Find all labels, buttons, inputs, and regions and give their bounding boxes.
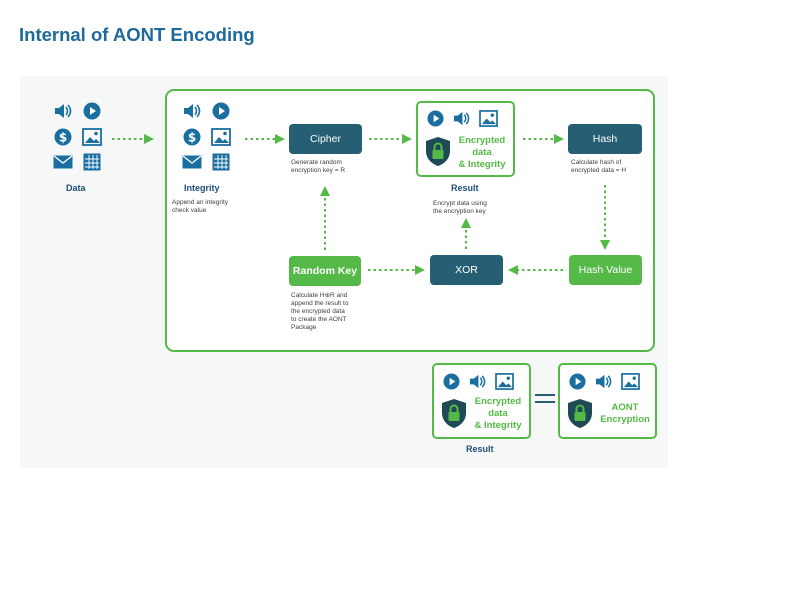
mail-icon: [182, 155, 202, 169]
integrity-note: Append an integrity check value: [172, 199, 229, 214]
xor-node: XOR: [430, 255, 503, 285]
play-icon: [443, 373, 460, 390]
result-label-bottom: Result: [466, 444, 494, 454]
lock-shield-icon: [426, 137, 450, 166]
speaker-icon: [469, 374, 486, 389]
speaker-icon: [184, 104, 201, 118]
cipher-note: Generate random encryption key = R: [291, 159, 346, 174]
random-key-note: Calculate H⊕R and append the result to t…: [291, 292, 349, 331]
encrypted-data-text-top: Encrypted data & Integrity: [458, 135, 506, 170]
speaker-icon: [453, 111, 470, 126]
image-icon: [82, 128, 102, 146]
result-label-top: Result: [451, 183, 479, 193]
lock-shield-icon: [442, 399, 466, 428]
integrity-label: Integrity: [184, 183, 220, 193]
play-icon: [212, 102, 230, 120]
random-key-node: Random Key: [289, 256, 361, 286]
data-label: Data: [66, 183, 86, 193]
equals-sign: [535, 394, 555, 406]
spreadsheet-icon: [83, 153, 101, 171]
play-icon: [83, 102, 101, 120]
dollar-icon: $: [183, 128, 201, 146]
svg-text:$: $: [188, 131, 196, 145]
hash-note: Calculate hash of encrypted data = H: [571, 159, 627, 174]
encrypted-data-text-bottom: Encrypted data & Integrity: [474, 396, 522, 431]
image-icon: [479, 110, 498, 127]
aont-encryption-text: AONT Encryption: [600, 402, 650, 425]
image-icon: [211, 128, 231, 146]
image-icon: [621, 373, 640, 390]
spreadsheet-icon: [212, 153, 230, 171]
speaker-icon: [55, 104, 72, 118]
lock-shield-icon: [568, 399, 592, 428]
image-icon: [495, 373, 514, 390]
page-title: Internal of AONT Encoding: [19, 24, 255, 45]
result-note: Encrypt data using the encryption key: [433, 200, 487, 215]
speaker-icon: [595, 374, 612, 389]
play-icon: [569, 373, 586, 390]
dollar-icon: $: [54, 128, 72, 146]
hash-node: Hash: [568, 124, 642, 154]
hash-value-node: Hash Value: [569, 255, 642, 285]
cipher-node: Cipher: [289, 124, 362, 154]
mail-icon: [53, 155, 73, 169]
svg-text:$: $: [59, 131, 67, 145]
play-icon: [427, 110, 444, 127]
